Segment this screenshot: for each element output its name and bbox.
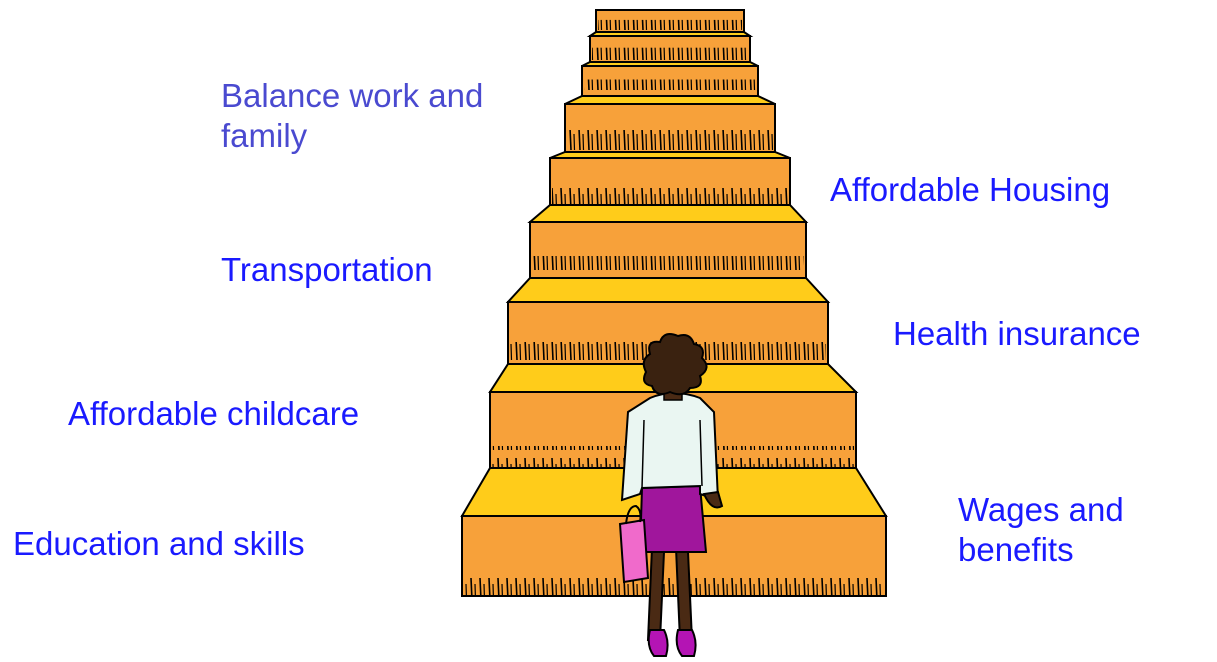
- skirt: [638, 484, 708, 553]
- stair-fringe: [567, 130, 773, 151]
- label-balance-line1: Balance work and: [221, 77, 484, 114]
- label-health-insurance: Health insurance: [893, 315, 1141, 352]
- jacket: [620, 392, 720, 502]
- woman-climbing-icon: [618, 333, 724, 657]
- stair-fringe: [464, 574, 884, 595]
- label-affordable-childcare: Affordable childcare: [68, 395, 360, 432]
- stair-fringe: [592, 47, 748, 61]
- label-wages-benefits: Wages and benefits: [958, 490, 1124, 570]
- stair-tread: [564, 95, 776, 105]
- stair-fringe: [552, 183, 788, 204]
- stair-tread: [505, 277, 831, 303]
- label-balance-line2: family: [221, 117, 308, 154]
- label-wages-line1: Wages and: [958, 491, 1124, 528]
- label-wages-line2: benefits: [958, 531, 1074, 568]
- hair: [642, 333, 708, 396]
- left-shoe: [647, 629, 669, 657]
- stair-fringe: [598, 19, 742, 31]
- label-balance-work-family: Balance work and family: [221, 76, 483, 156]
- stair-fringe: [532, 256, 804, 277]
- stair-fringe: [584, 79, 756, 95]
- label-transportation: Transportation: [221, 251, 433, 288]
- label-education-skills: Education and skills: [13, 525, 305, 562]
- right-hand: [702, 490, 724, 509]
- right-shoe: [675, 629, 697, 657]
- staircase: [460, 9, 888, 597]
- stair-tread: [527, 204, 809, 223]
- handbag: [618, 518, 650, 584]
- label-affordable-housing: Affordable Housing: [830, 171, 1111, 208]
